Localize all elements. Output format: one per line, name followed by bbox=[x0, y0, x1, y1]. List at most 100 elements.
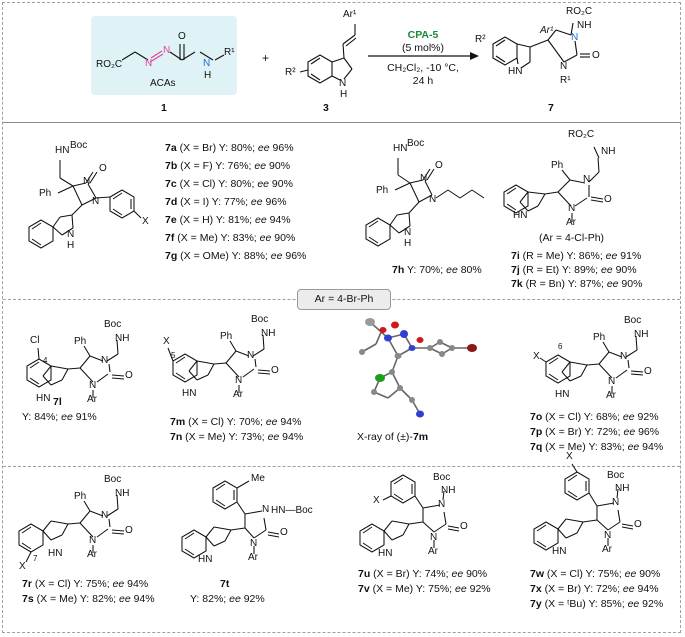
s7r-n1: N bbox=[101, 510, 109, 521]
s7i-o: O bbox=[604, 194, 612, 205]
s7i-ph: Ph bbox=[551, 160, 564, 171]
s7o-n1: N bbox=[620, 351, 628, 362]
s7m-indole-hn: HN bbox=[182, 388, 197, 399]
xray-caption: X-ray of (±)-7m bbox=[357, 431, 429, 443]
s7t-o: O bbox=[280, 527, 288, 538]
s7w-boc: Boc bbox=[607, 470, 625, 481]
label-7l: 7l bbox=[53, 396, 62, 408]
label-7t: 7t bbox=[220, 578, 230, 590]
result-7t: Y: 82%; ee 92% bbox=[190, 593, 265, 605]
result-7u: 7u (X = Br) Y: 74%; ee 90% bbox=[358, 568, 488, 580]
s7i-nh: NH bbox=[601, 146, 616, 157]
s7t-n3: N bbox=[250, 538, 258, 549]
reagent3-h: H bbox=[340, 89, 348, 100]
s7m-n1: N bbox=[247, 350, 255, 361]
reagent1-r1: R¹ bbox=[224, 47, 235, 58]
s7h-n3: N bbox=[429, 194, 437, 205]
s7l-nh: NH bbox=[115, 333, 130, 344]
result-7y: 7y (X = ᵗBu) Y: 85%; ee 92% bbox=[530, 598, 664, 610]
reagent1-label: 1 bbox=[161, 102, 167, 114]
result-7f: 7f (X = Me) Y: 83%; ee 90% bbox=[165, 232, 296, 244]
result-7a: 7a (X = Br) Y: 80%; ee 96% bbox=[165, 142, 294, 154]
s7r-ar: Ar bbox=[87, 549, 97, 560]
reagent1-azo-n1: N bbox=[145, 58, 153, 69]
s7u-n1: N bbox=[438, 499, 446, 510]
s7w-nh: NH bbox=[615, 483, 630, 494]
s7m-pos5: 5 bbox=[171, 351, 176, 360]
s7a-indole-h: H bbox=[67, 240, 75, 251]
s7m-nh: NH bbox=[261, 328, 276, 339]
s7w-ar: Ar bbox=[602, 544, 612, 555]
result-7v: 7v (X = Me) Y: 75%; ee 92% bbox=[358, 583, 491, 595]
dashed-divider-2 bbox=[3, 466, 680, 467]
s7a-boc: Boc bbox=[70, 140, 88, 151]
acas-highlight-box bbox=[91, 16, 237, 95]
reagent3-n: N bbox=[339, 78, 347, 89]
s7r-n3: N bbox=[89, 535, 97, 546]
s7m-ph: Ph bbox=[220, 331, 233, 342]
s7o-boc: Boc bbox=[624, 315, 642, 326]
reagent1-caption: ACAs bbox=[150, 78, 176, 89]
s7u-boc: Boc bbox=[433, 472, 451, 483]
s7r-boc: Boc bbox=[104, 474, 122, 485]
result-7q: 7q (X = Me) Y: 83%; ee 94% bbox=[530, 441, 664, 453]
result-7c: 7c (X = Cl) Y: 80%; ee 90% bbox=[165, 178, 293, 190]
result-7h: 7h Y: 70%; ee 80% bbox=[392, 264, 482, 276]
s7o-nh: NH bbox=[634, 329, 649, 340]
product-indole-hn: HN bbox=[508, 66, 523, 77]
s7r-x: X bbox=[19, 561, 26, 572]
product-r1: R¹ bbox=[560, 75, 571, 86]
s7h-boc: Boc bbox=[407, 138, 425, 149]
s7t-n1: N bbox=[262, 504, 270, 515]
s7a-hn: HN bbox=[55, 145, 70, 156]
result-7n: 7n (X = Me) Y: 73%; ee 94% bbox=[170, 431, 304, 443]
reagent1-urea-h: H bbox=[204, 70, 212, 81]
s7m-o: O bbox=[271, 365, 279, 376]
s7i-indole-hn: HN bbox=[513, 210, 528, 221]
s7u-indole-hn: HN bbox=[378, 548, 393, 559]
s7l-ar: Ar bbox=[87, 394, 97, 405]
scheme-product-structure bbox=[492, 22, 590, 69]
s7o-x: X bbox=[533, 351, 540, 362]
s7o-ar: Ar bbox=[606, 390, 616, 401]
s7r-nh: NH bbox=[115, 488, 130, 499]
result-7e: 7e (X = H) Y: 81%; ee 94% bbox=[165, 214, 291, 226]
s7a-o: O bbox=[99, 163, 107, 174]
s7l-pos4: 4 bbox=[43, 356, 48, 365]
s7u-o: O bbox=[460, 521, 468, 532]
s7l-indole-hn: HN bbox=[36, 393, 51, 404]
product-ar1: Ar¹ bbox=[540, 25, 554, 36]
result-7p: 7p (X = Br) Y: 72%; ee 96% bbox=[530, 426, 660, 438]
s7w-n3: N bbox=[604, 530, 612, 541]
s7u-x: X bbox=[373, 495, 380, 506]
s7o-pos6: 6 bbox=[558, 342, 563, 351]
s7r-indole-hn: HN bbox=[48, 548, 63, 559]
reagent3-r2: R² bbox=[285, 67, 296, 78]
result-7r: 7r (X = Cl) Y: 75%; ee 94% bbox=[22, 578, 149, 590]
catalyst-name: CPA-5 bbox=[407, 29, 439, 41]
s7m-boc: Boc bbox=[251, 314, 269, 325]
product-n3: N bbox=[560, 61, 568, 72]
s7t-me: Me bbox=[251, 473, 265, 484]
result-7i: 7i (R = Me) Y: 86%; ee 91% bbox=[511, 250, 642, 262]
s7l-n1: N bbox=[101, 355, 109, 366]
product-o: O bbox=[592, 50, 600, 61]
scheme-reagent3-structure bbox=[299, 24, 357, 84]
s7a-x: X bbox=[142, 216, 149, 227]
s7o-indole-hn: HN bbox=[555, 389, 570, 400]
s7h-hn: HN bbox=[393, 143, 408, 154]
scheme-reagent1-structure bbox=[121, 44, 225, 63]
result-7m: 7m (X = Cl) Y: 70%; ee 94% bbox=[170, 416, 302, 428]
s7i-ro2c: RO₂C bbox=[568, 129, 595, 140]
reagent1-azo-n2: N bbox=[163, 45, 171, 56]
result-7g: 7g (X = OMe) Y: 88%; ee 96% bbox=[165, 250, 307, 262]
conditions-line1: CH₂Cl₂, -10 °C, bbox=[387, 62, 459, 74]
